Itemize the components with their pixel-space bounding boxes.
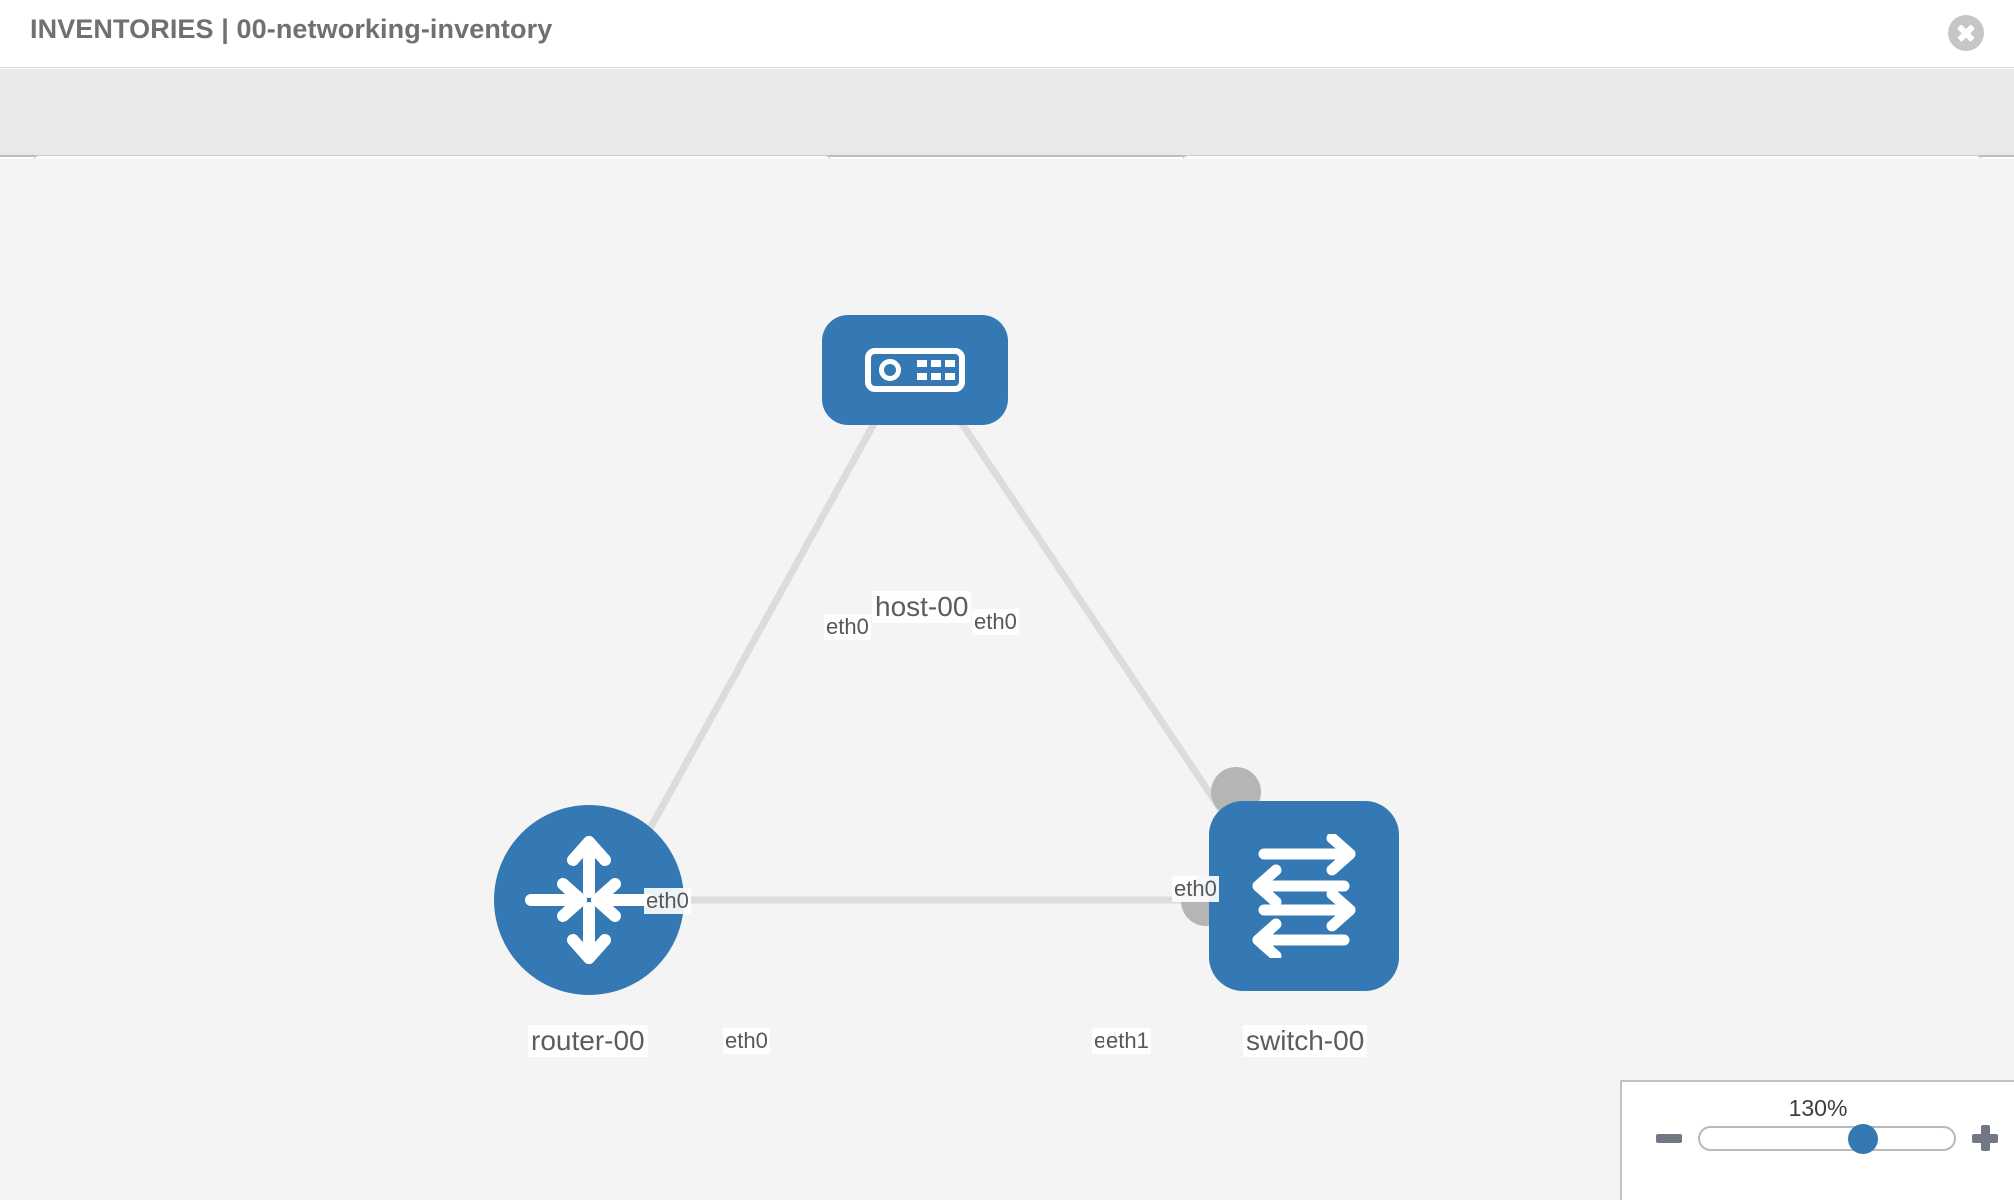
router-arrows-icon [525,836,653,964]
interface-label-switch-eth1: eth1 [1104,1028,1151,1054]
interface-label-router-uplink: eth0 [644,888,691,914]
topology-graph [578,355,1285,927]
zoom-level-value: 130% [1788,1095,1848,1121]
toolbar: ACTIONS SEARCH [0,69,2014,209]
plus-icon-vertical [1981,1125,1990,1151]
topology-connectors [578,355,1261,927]
close-icon[interactable] [1948,15,1984,51]
zoom-slider-handle[interactable] [1847,1123,1878,1154]
topology-links [606,389,1285,904]
interface-label-switch-uplink: eth0 [1172,876,1219,902]
interface-label-router-eth0: eth0 [723,1028,770,1054]
zoom-in-button[interactable] [1972,1125,1998,1151]
server-icon [865,348,965,392]
interface-label-host-left: eth0 [824,614,871,640]
node-host-00[interactable] [822,315,1008,425]
link-host-router [606,389,896,903]
interface-label-host-right: eth0 [972,609,1019,635]
page-title: INVENTORIES | 00-networking-inventory [30,14,553,44]
switch-arrows-icon [1252,834,1356,958]
node-label-router-00: router-00 [528,1025,648,1057]
node-label-host-00: host-00 [872,591,972,623]
zoom-out-button[interactable] [1656,1134,1682,1143]
page-header: INVENTORIES | 00-networking-inventory [0,0,2014,68]
node-label-switch-00: switch-00 [1243,1025,1368,1057]
zoom-slider-track[interactable] [1698,1123,1956,1154]
node-router-00[interactable] [494,805,684,995]
node-switch-00[interactable] [1209,801,1399,991]
zoom-control-panel: 130% [1620,1080,2014,1200]
topology-canvas[interactable]: host-00 router-00 switch-00 eth0 eth0 et… [0,159,2014,1200]
